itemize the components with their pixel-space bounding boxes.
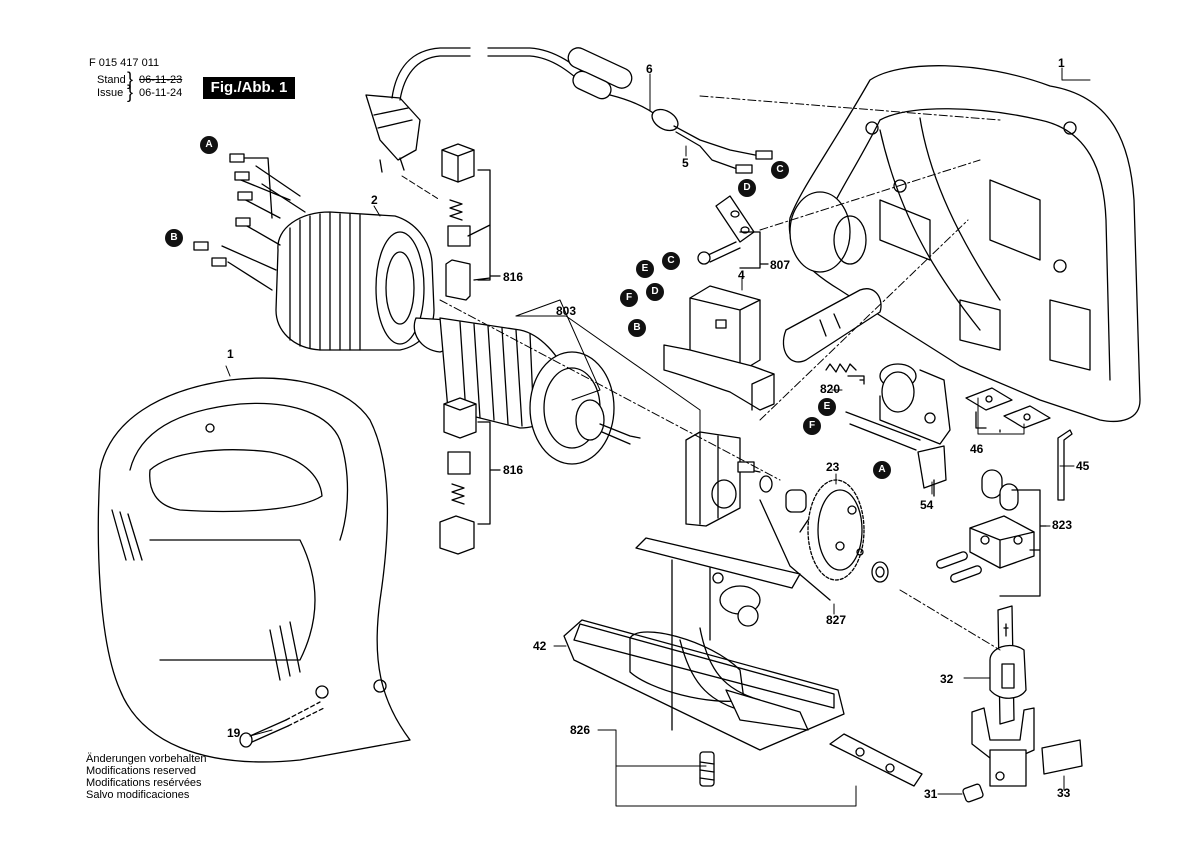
part-label-33: 33	[1057, 786, 1071, 800]
issue-date: 06-11-24	[139, 87, 183, 99]
part-label-45: 45	[1076, 459, 1090, 473]
switch-slider	[782, 288, 882, 385]
brush-set-top	[441, 143, 501, 301]
armature	[413, 299, 641, 465]
connector-marker-f-switch: F	[620, 289, 638, 307]
connector-marker-d-cable: D	[738, 179, 756, 197]
part-label-1-right: 1	[1058, 56, 1065, 70]
doc-number: F 015 417 011	[89, 57, 160, 69]
part-label-46: 46	[970, 442, 984, 456]
part-label-816-top: 816	[503, 270, 524, 284]
blade-guide-bracket	[845, 363, 951, 497]
bottom-plate	[829, 733, 923, 787]
footer-note-es: Salvo modificaciones	[86, 789, 190, 801]
leader-lines	[225, 67, 1091, 807]
part-label-31: 31	[924, 787, 938, 801]
guide-plate-upper	[635, 537, 801, 731]
part-label-1-left: 1	[227, 347, 234, 361]
connector-marker-c-switch: C	[662, 252, 680, 270]
part-label-5: 5	[682, 156, 689, 170]
part-label-827: 827	[826, 613, 847, 627]
footer-note-en: Modifications reserved	[86, 765, 197, 777]
part-label-807: 807	[770, 258, 791, 272]
footer-note-fr: Modifications resérvées	[86, 777, 202, 789]
connector-marker-f-bracket: F	[803, 417, 821, 435]
issue-label: Issue	[97, 87, 124, 99]
part-label-32: 32	[940, 672, 954, 686]
connector-marker-a-stator: A	[200, 136, 218, 154]
part-label-820: 820	[820, 382, 841, 396]
part-label-2: 2	[371, 193, 378, 207]
plunger	[971, 605, 1035, 787]
brace-bottom: }	[127, 82, 134, 102]
cable-clamp	[697, 195, 769, 269]
foot-plate	[563, 619, 845, 751]
stator	[193, 153, 435, 351]
part-label-816-bottom: 816	[503, 463, 524, 477]
part-label-19: 19	[227, 726, 241, 740]
part-label-826: 826	[570, 723, 591, 737]
power-cable	[567, 47, 773, 174]
housing-left	[97, 377, 411, 763]
brush-set-bottom	[439, 397, 501, 555]
support-roller-assembly	[936, 469, 1047, 597]
connector-marker-a-bracket: A	[873, 461, 891, 479]
connector-marker-c-cable: C	[771, 161, 789, 179]
mains-plug	[365, 47, 606, 173]
part-label-54: 54	[920, 498, 934, 512]
warning-label	[1041, 739, 1083, 775]
part-label-23: 23	[826, 460, 840, 474]
part-label-6: 6	[646, 62, 653, 76]
gear-wheel	[759, 475, 889, 601]
connector-marker-e-bracket: E	[818, 398, 836, 416]
connector-marker-b-switch: B	[628, 319, 646, 337]
stand-date: 06-11-23	[139, 74, 183, 86]
housing-right	[788, 65, 1141, 423]
connector-marker-d-switch: D	[646, 283, 664, 301]
connector-marker-e-switch: E	[636, 260, 654, 278]
foot-screw	[699, 751, 715, 787]
part-label-4: 4	[738, 268, 745, 282]
brace-top: }	[127, 69, 134, 89]
figure-label: Fig./Abb. 1	[203, 77, 295, 99]
footer-note-de: Änderungen vorbehalten	[86, 753, 207, 765]
stand-label: Stand	[97, 74, 126, 86]
part-label-803: 803	[556, 304, 577, 318]
part-label-823: 823	[1052, 518, 1073, 532]
set-screw	[962, 783, 984, 803]
switch	[663, 285, 775, 411]
housing-screw	[239, 701, 325, 748]
connector-marker-b-stator: B	[165, 229, 183, 247]
part-label-42: 42	[533, 639, 547, 653]
bearing-bracket	[685, 431, 761, 527]
hex-key	[1057, 429, 1073, 501]
